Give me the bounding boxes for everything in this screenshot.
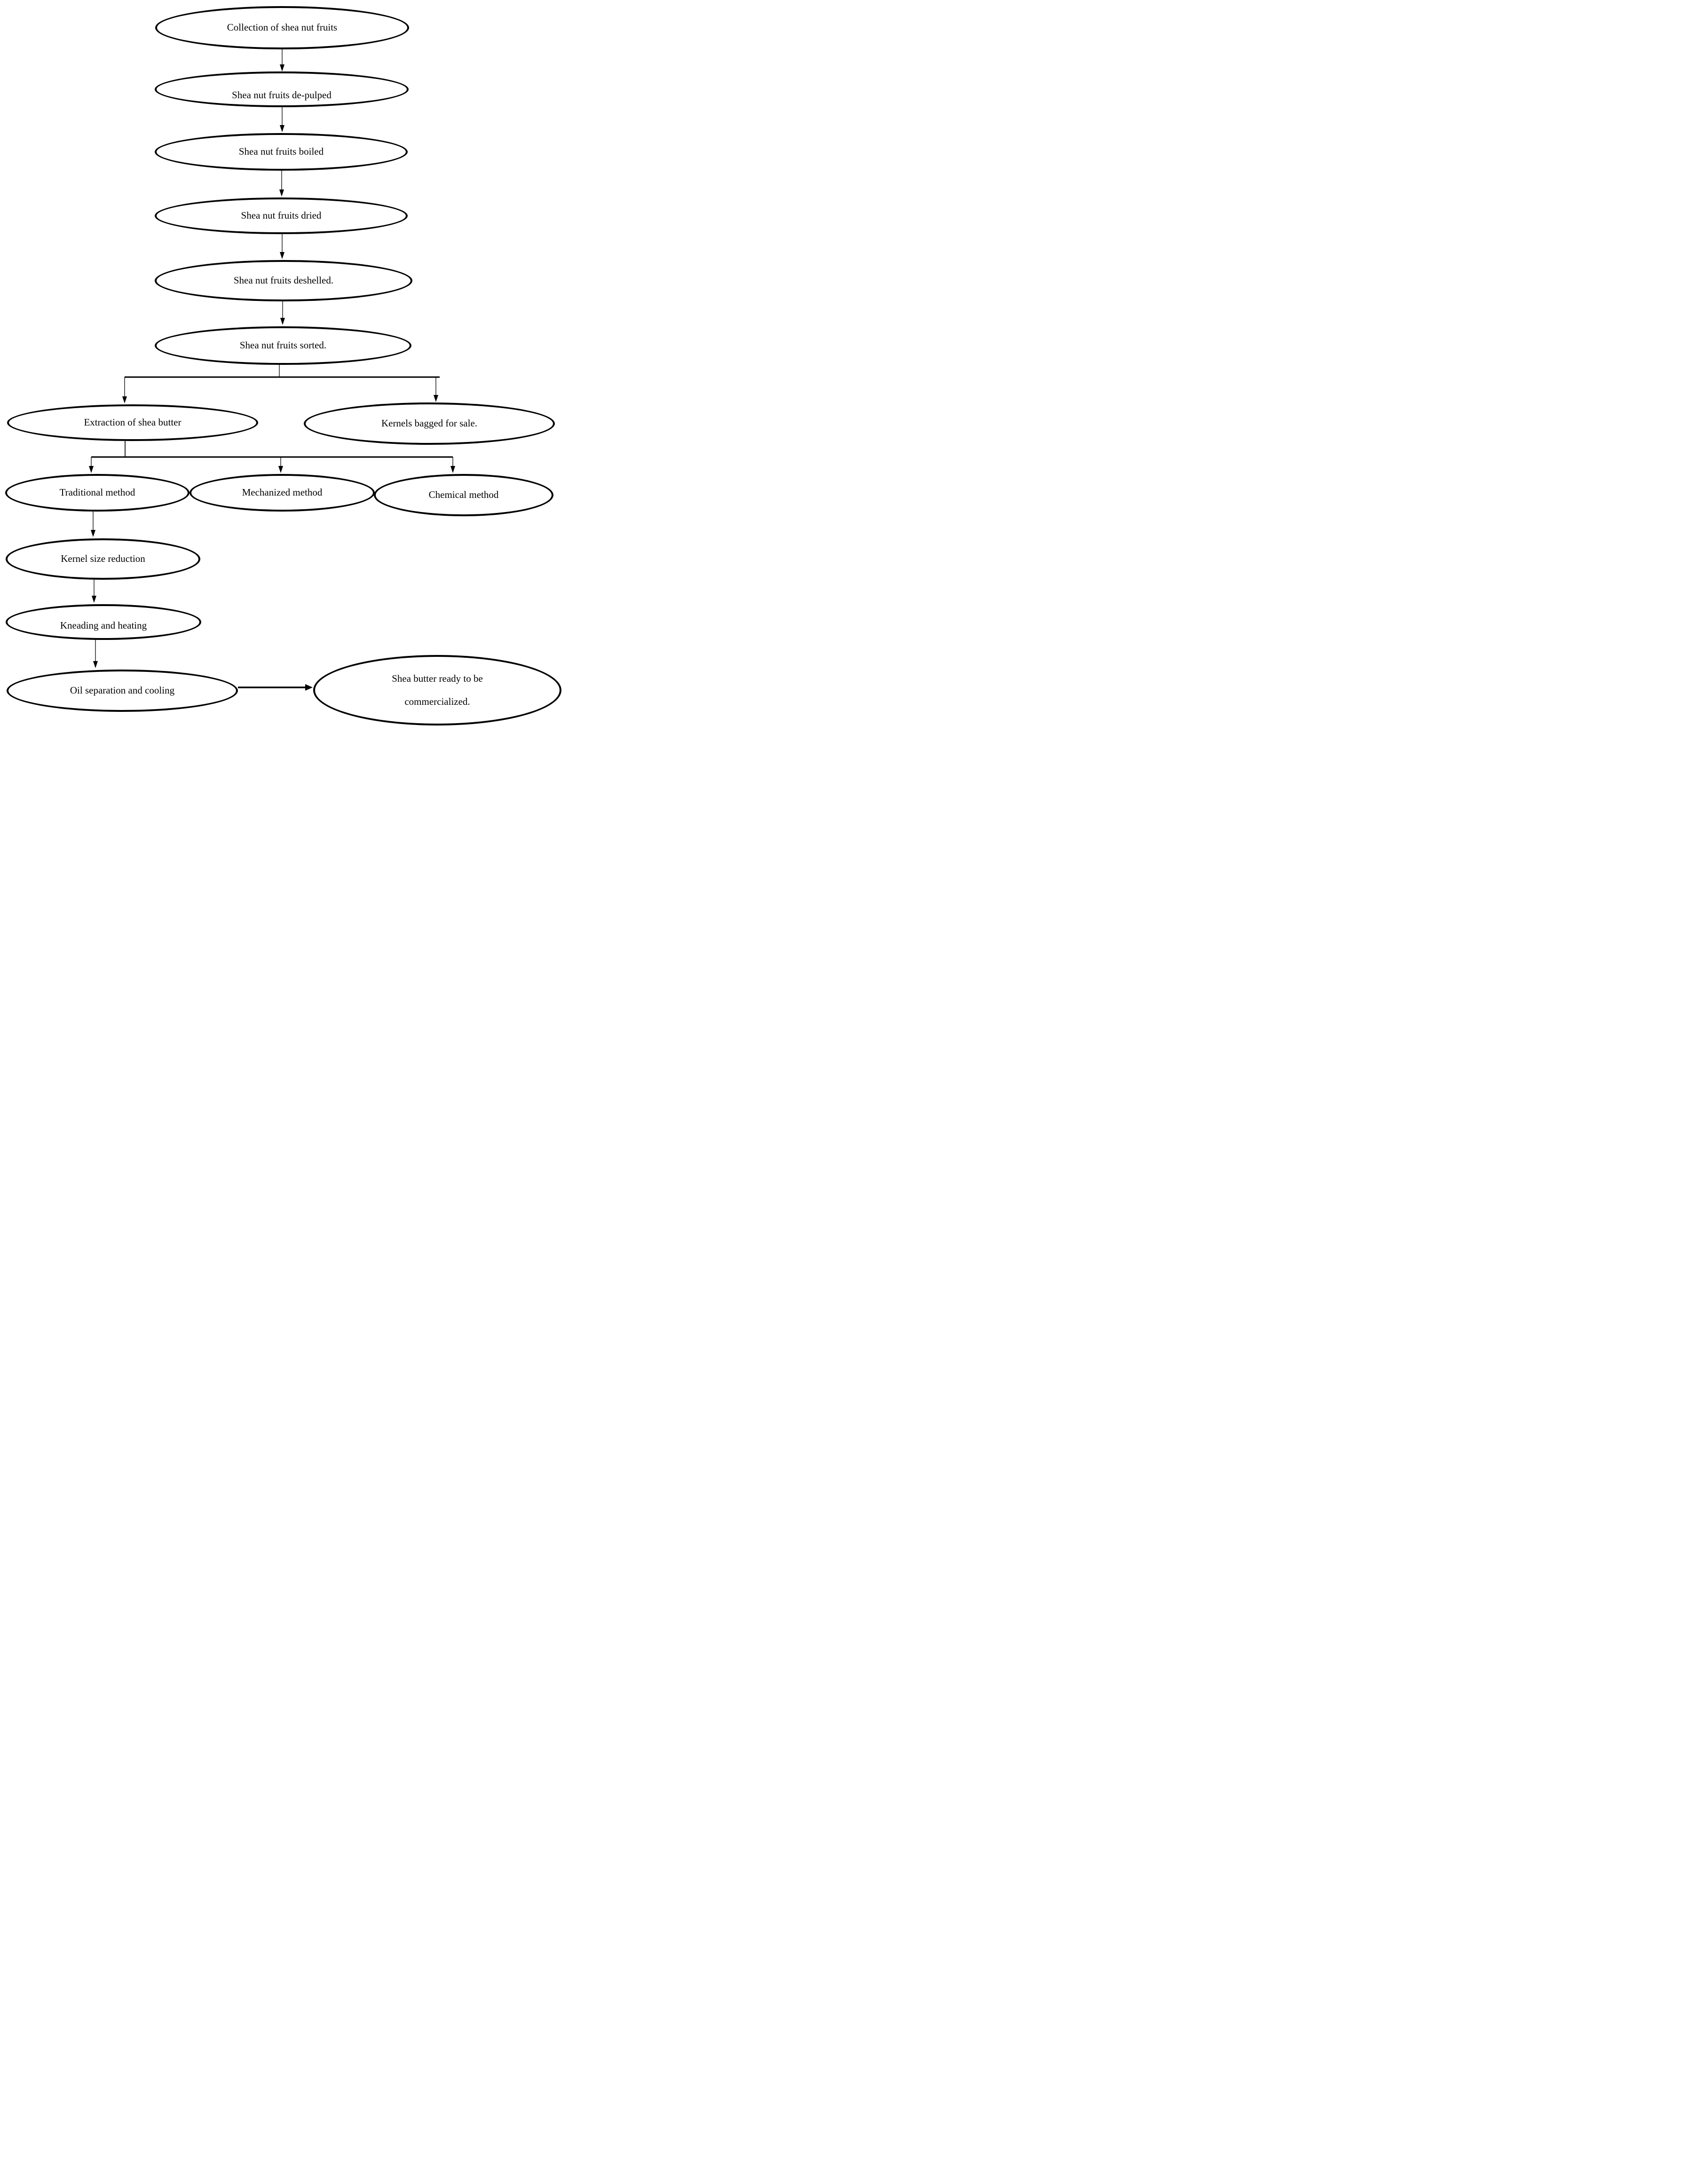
- edge-boiled-dried: [279, 171, 284, 197]
- connector-layer: [89, 49, 455, 691]
- node-oil-separation: Oil separation and cooling: [7, 670, 238, 712]
- flowchart-canvas: Collection of shea nut fruits Shea nut f…: [0, 0, 563, 728]
- node-kneading-heating-label: Kneading and heating: [60, 620, 147, 631]
- node-extraction: Extraction of shea butter: [7, 404, 258, 441]
- edge-kernel-size-reduction-kneading: [92, 580, 96, 603]
- node-chemical: Chemical method: [374, 474, 553, 516]
- node-chemical-label: Chemical method: [428, 489, 499, 501]
- node-dried: Shea nut fruits dried: [155, 197, 408, 234]
- edge-branch-kernels-bagged: [434, 377, 438, 402]
- node-final: Shea butter ready to be commercialized.: [313, 655, 561, 725]
- node-boiled-label: Shea nut fruits boiled: [238, 146, 324, 158]
- edge-traditional-kernel-size-reduction: [91, 512, 95, 537]
- node-final-label: Shea butter ready to be commercialized.: [385, 673, 490, 708]
- edge-methods-mechanized: [278, 457, 283, 473]
- node-collection: Collection of shea nut fruits: [155, 6, 409, 49]
- node-extraction-label: Extraction of shea butter: [84, 417, 182, 428]
- edge-branch-extraction: [122, 377, 127, 403]
- node-depulped-label: Shea nut fruits de-pulped: [232, 89, 332, 101]
- node-depulped: Shea nut fruits de-pulped: [155, 71, 409, 107]
- node-traditional-label: Traditional method: [59, 487, 135, 498]
- node-collection-label: Collection of shea nut fruits: [227, 22, 338, 33]
- node-sorted: Shea nut fruits sorted.: [155, 326, 411, 365]
- edge-methods-traditional: [89, 457, 94, 473]
- node-boiled: Shea nut fruits boiled: [155, 133, 408, 171]
- edge-sorted-branch-bar: [125, 365, 440, 378]
- node-deshelled-label: Shea nut fruits deshelled.: [233, 275, 334, 286]
- node-traditional: Traditional method: [5, 474, 190, 512]
- node-kneading-heating: Kneading and heating: [6, 604, 201, 640]
- node-kernels-bagged: Kernels bagged for sale.: [304, 402, 555, 445]
- edge-deshelled-sorted: [280, 301, 285, 325]
- node-deshelled: Shea nut fruits deshelled.: [155, 260, 412, 301]
- node-kernel-size-reduction: Kernel size reduction: [6, 538, 200, 580]
- node-oil-separation-label: Oil separation and cooling: [70, 685, 175, 696]
- edge-oil-separation-final: [238, 684, 313, 691]
- node-dried-label: Shea nut fruits dried: [241, 210, 322, 221]
- edge-methods-chemical: [450, 457, 455, 473]
- node-final-label-line1: Shea butter ready to be: [392, 672, 483, 684]
- edge-kneading-oil-separation: [93, 640, 98, 668]
- edge-depulped-boiled: [280, 107, 284, 132]
- node-kernels-bagged-label: Kernels bagged for sale.: [381, 418, 478, 429]
- node-mechanized: Mechanized method: [190, 474, 375, 512]
- node-final-label-line2: commercialized.: [404, 696, 470, 707]
- node-kernel-size-reduction-label: Kernel size reduction: [61, 553, 145, 565]
- edge-collection-depulped: [280, 49, 284, 71]
- node-sorted-label: Shea nut fruits sorted.: [239, 339, 327, 351]
- edge-dried-deshelled: [280, 234, 284, 259]
- node-mechanized-label: Mechanized method: [242, 487, 323, 498]
- edge-extraction-methods-bar: [91, 441, 453, 458]
